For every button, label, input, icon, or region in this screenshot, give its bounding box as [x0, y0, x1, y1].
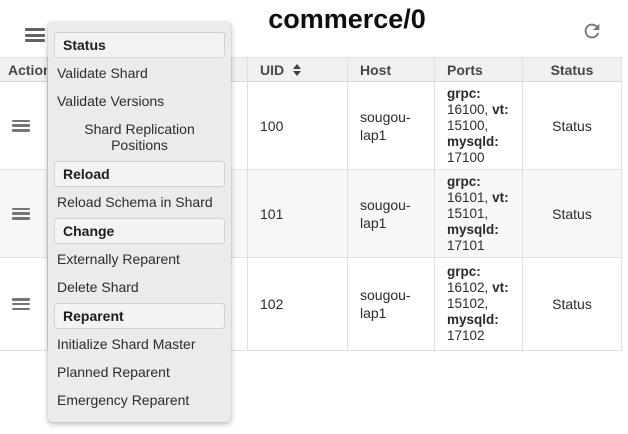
actions-cell — [0, 82, 48, 169]
column-header-host: Host — [348, 58, 435, 81]
column-header-ports: Ports — [435, 58, 523, 81]
status-link[interactable]: Status — [552, 296, 592, 312]
status-link[interactable]: Status — [552, 117, 592, 134]
column-header-actions: Actions — [0, 58, 48, 81]
column-header-status: Status — [523, 58, 622, 81]
host-cell: sougou-lap1 — [348, 170, 435, 257]
menu-section-status: Status — [54, 32, 225, 58]
host-cell: sougou-lap1 — [348, 258, 435, 350]
ports-cell: grpc: 16102, vt: 15102, mysqld: 17102 — [435, 258, 523, 350]
menu-item-externally-reparent[interactable]: Externally Reparent — [57, 251, 180, 267]
uid-cell: 100 — [248, 82, 348, 169]
hamburger-icon[interactable] — [25, 28, 45, 42]
hidden-cell — [48, 258, 248, 350]
menu-section-reload: Reload — [54, 161, 225, 187]
status-cell: Status — [523, 170, 622, 257]
host-cell: sougou-lap1 — [348, 82, 435, 169]
actions-cell — [0, 258, 48, 350]
menu-item-initialize-shard-master[interactable]: Initialize Shard Master — [57, 336, 196, 352]
row-actions-menu-icon[interactable] — [12, 298, 30, 310]
table-header-row: Actions UID Host Ports Status — [0, 57, 622, 82]
menu-section-reparent: Reparent — [54, 303, 225, 329]
menu-item-delete-shard[interactable]: Delete Shard — [57, 279, 139, 295]
row-actions-menu-icon[interactable] — [12, 119, 30, 132]
row-actions-menu-icon[interactable] — [12, 207, 30, 220]
ports-cell: grpc: 16100, vt: 15100, mysqld: 17100 — [435, 82, 523, 169]
menu-item-validate-versions[interactable]: Validate Versions — [57, 93, 165, 109]
ports-cell: grpc: 16101, vt: 15101, mysqld: 17101 — [435, 170, 523, 257]
page-title: commerce/0 — [268, 4, 426, 34]
menu-item-reload-schema-in-shard[interactable]: Reload Schema in Shard — [57, 194, 213, 210]
status-link[interactable]: Status — [552, 205, 592, 222]
sort-icon[interactable] — [293, 63, 302, 76]
actions-dropdown-menu: Status Validate Shard Validate Versions … — [48, 22, 231, 422]
menu-section-change: Change — [54, 218, 225, 244]
menu-item-emergency-reparent[interactable]: Emergency Reparent — [57, 392, 190, 408]
hidden-cell — [48, 170, 248, 257]
menu-item-shard-replication-positions[interactable]: Shard Replication Positions — [84, 121, 195, 153]
menu-item-validate-shard[interactable]: Validate Shard — [57, 65, 148, 81]
column-header-uid[interactable]: UID — [248, 58, 348, 81]
status-cell: Status — [523, 258, 622, 350]
actions-cell — [0, 170, 48, 257]
uid-cell: 101 — [248, 170, 348, 257]
menu-item-planned-reparent[interactable]: Planned Reparent — [57, 364, 170, 380]
refresh-button[interactable] — [580, 20, 604, 44]
column-header-hidden — [48, 58, 248, 81]
refresh-icon — [584, 23, 600, 39]
uid-cell: 102 — [248, 258, 348, 350]
hidden-cell — [48, 82, 248, 169]
status-cell: Status — [523, 82, 622, 169]
